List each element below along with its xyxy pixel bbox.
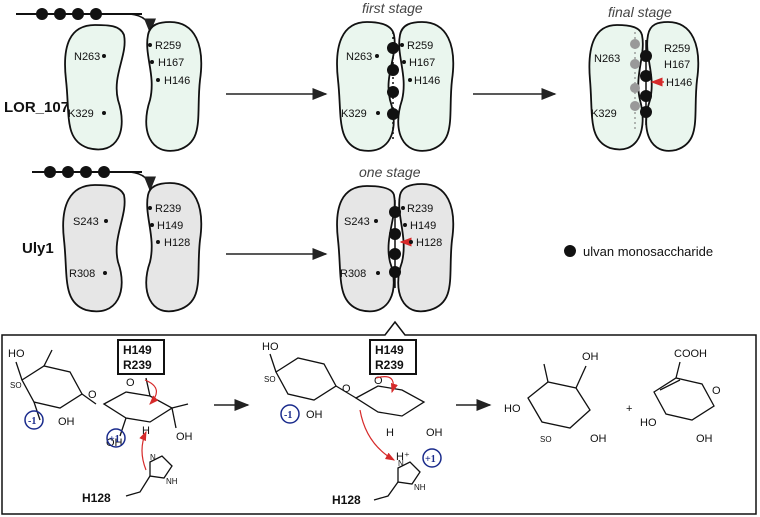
s2-oh2: OH [426, 427, 443, 439]
residue-h128-p2: H128 [416, 237, 442, 249]
residue-h149: H149 [157, 220, 183, 232]
p1-so3: SO [540, 435, 552, 444]
s2-carboxyl-o: O [374, 375, 383, 387]
residue-s243: S243 [73, 216, 99, 228]
residue-s243-p2: S243 [344, 216, 370, 228]
residue-h146: H146 [164, 75, 190, 87]
residue-r239: R239 [155, 203, 181, 215]
residue-n263-p3: N263 [594, 53, 620, 65]
s2-oh: OH [306, 409, 323, 421]
residue-h167-p3: H167 [664, 59, 690, 71]
residue-k329-p2: K329 [341, 108, 367, 120]
legend: ulvan monosaccharide [564, 244, 713, 259]
uly-enzyme-panel2: S243 R308 R239 H149 H128 [336, 183, 455, 313]
s2-hplus: H⁺ [396, 451, 410, 463]
stage-final: final stage [608, 4, 672, 20]
uly-enzyme-panel1: S243 R308 R239 H149 H128 [62, 182, 203, 313]
s2-so3: SO [264, 375, 276, 384]
charge-minus-1: -1 [28, 416, 36, 427]
charge-plus-2: +1 [425, 454, 436, 465]
lor-enzyme-panel3: N263 K329 R259 H167 H146 [588, 21, 700, 152]
row-label-lor107: LOR_107 [4, 99, 69, 116]
residue-h128: H128 [164, 237, 190, 249]
s1-nh: NH [166, 477, 178, 486]
s2-nh: NH [414, 483, 426, 492]
residue-n263: N263 [74, 51, 100, 63]
residue-r259-p3: R259 [664, 43, 690, 55]
mechanism-structure-2: H149 R239 HO SO OH -1 O O H OH H⁺ +1 N N… [262, 339, 443, 507]
p2-cooh: COOH [674, 348, 707, 360]
legend-label: ulvan monosaccharide [583, 244, 713, 259]
residue-r308-p2: R308 [340, 268, 366, 280]
p2-ho: HO [640, 417, 657, 429]
residue-h167: H167 [158, 57, 184, 69]
p2-ring-o: O [712, 385, 721, 397]
lor-enzyme-panel2: N263 K329 R259 H167 H146 [336, 21, 455, 152]
his-residue-2: H128 [332, 493, 361, 507]
lor-enzyme-panel1: N263 K329 R259 H167 H146 [64, 21, 203, 152]
residue-n263-p2: N263 [346, 51, 372, 63]
residue-h146-p3: H146 [666, 77, 692, 89]
residue-r239-p2: R239 [407, 203, 433, 215]
s1-oh: OH [58, 416, 75, 428]
box1-r239: R239 [123, 358, 152, 372]
stage-one: one stage [359, 164, 421, 180]
mechanism-structure-1: H149 R239 HO SO OH O -1 O OH H OH +1 [8, 339, 193, 505]
s1-o-link: O [88, 389, 97, 401]
residue-r259-p2: R259 [407, 40, 433, 52]
s1-carboxyl-o: O [126, 377, 135, 389]
s1-n: N [150, 453, 156, 462]
p1-ho: HO [504, 403, 521, 415]
his-residue-1: H128 [82, 491, 111, 505]
box2-h149: H149 [375, 343, 404, 357]
s1-ho: HO [8, 348, 25, 360]
mechanism-panel: H149 R239 HO SO OH O -1 O OH H OH +1 [1, 320, 757, 515]
s1-so3: SO [10, 381, 22, 390]
stage-first: first stage [362, 0, 423, 16]
row-label-uly1: Uly1 [22, 240, 54, 257]
s2-o-link: O [342, 383, 351, 395]
lor-incoming-chain [16, 8, 156, 34]
p1-oh-bottom: OH [590, 433, 607, 445]
s2-n: N [398, 459, 404, 468]
residue-r308: R308 [69, 268, 95, 280]
box2-r239: R239 [375, 358, 404, 372]
plus-sign: + [626, 403, 632, 415]
uly-incoming-chain [32, 166, 156, 192]
residue-k329-p3: K329 [591, 108, 617, 120]
charge-minus-2: -1 [284, 410, 292, 421]
s1-h: H [142, 425, 150, 437]
residue-h149-p2: H149 [410, 220, 436, 232]
residue-k329: K329 [68, 108, 94, 120]
s2-h: H [386, 427, 394, 439]
box1-h149: H149 [123, 343, 152, 357]
charge-plus-1: +1 [109, 434, 120, 445]
p1-oh-top: OH [582, 351, 599, 363]
p2-oh: OH [696, 433, 713, 445]
residue-r259: R259 [155, 40, 181, 52]
s2-ho: HO [262, 341, 279, 353]
s1-oh3: OH [176, 431, 193, 443]
residue-h167-p2: H167 [409, 57, 435, 69]
mechanism-products: OH HO SO OH + COOH HO OH O [504, 348, 721, 445]
legend-monosaccharide-icon [564, 245, 576, 257]
residue-h146-p2: H146 [414, 75, 440, 87]
